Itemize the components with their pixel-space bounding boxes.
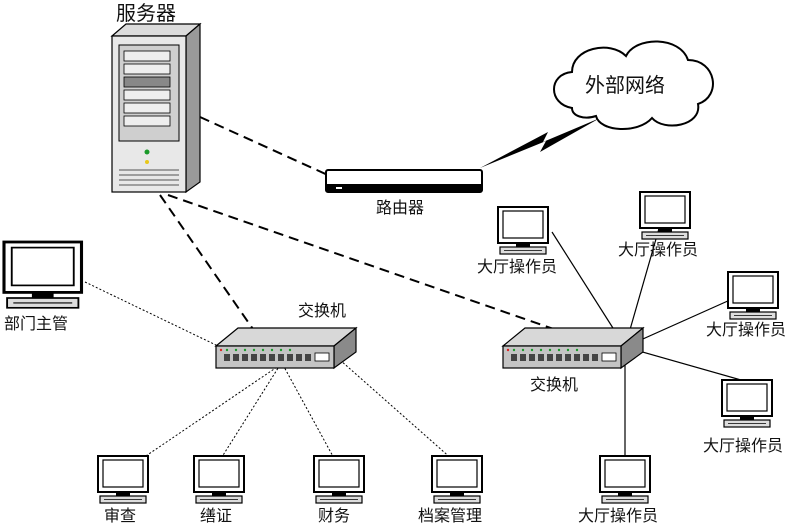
wireless-link [480,118,600,168]
hall-operator-node: 大厅操作员 [477,206,557,276]
archive-label: 档案管理 [418,506,482,525]
computer-icon [431,455,483,504]
finance-node: 财务 [313,455,365,525]
hall-operator-node: 大厅操作员 [618,191,698,259]
computer-icon [599,455,651,504]
dept-manager-node: 部门主管 [2,240,84,333]
finance-label: 财务 [318,506,350,525]
computer-icon [727,271,779,320]
external-network-label: 外部网络 [585,73,665,97]
cloud-icon [553,40,714,131]
hall-operator-label: 大厅操作员 [578,506,658,525]
hall-operator-node: 大厅操作员 [703,379,783,455]
wan-links [159,116,566,334]
switch-left-icon [215,327,357,369]
server-label: 服务器 [116,1,176,25]
computer-icon [2,240,84,310]
computer-icon [193,455,245,504]
switch-right-icon [502,327,644,369]
computer-icon [313,455,365,504]
hall-operator-label: 大厅操作员 [703,436,783,455]
audit-label: 审查 [104,506,136,525]
hall-operator-label: 大厅操作员 [706,320,786,339]
hall-operator-node: 大厅操作员 [706,271,786,339]
audit-node: 审查 [97,455,149,525]
router-icon [325,169,483,193]
switch-right-label: 交换机 [530,375,578,394]
certification-label: 缮证 [200,506,232,525]
hall-operator-label: 大厅操作员 [618,240,698,259]
dept-manager-label: 部门主管 [4,314,68,333]
router-label: 路由器 [376,198,424,217]
lan-links-left [84,281,454,461]
certification-node: 缮证 [193,455,245,525]
computer-icon [639,191,691,240]
computer-icon [97,455,149,504]
hall-operator-node: 大厅操作员 [578,455,658,525]
computer-icon [721,379,773,428]
server-icon [110,22,202,194]
switch-left-label: 交换机 [298,301,346,320]
hall-operator-label: 大厅操作员 [477,257,557,276]
computer-icon [497,206,549,255]
archive-node: 档案管理 [418,455,483,525]
